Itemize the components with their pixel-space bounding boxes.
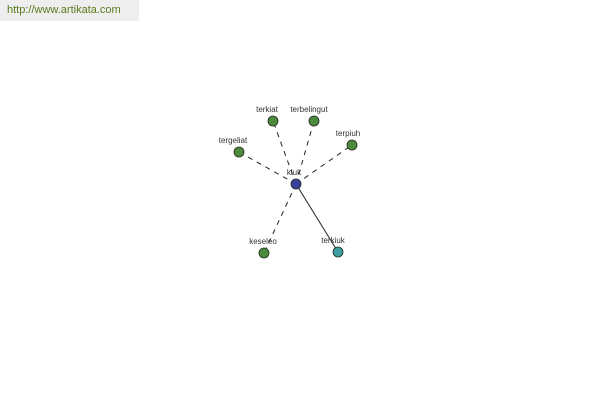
graph-edges [238,120,353,254]
watermark-url: http://www.artikata.com [0,0,139,21]
edge-terkiuk [295,183,339,253]
edge-terbelingut [295,120,315,185]
node-terbelingut[interactable] [308,115,320,127]
node-terpiuh[interactable] [346,139,358,151]
node-label-terbelingut: terbelingut [290,105,328,114]
node-center[interactable] [290,178,302,190]
node-label-center: kluk [287,168,302,177]
node-label-keseleo: keseleo [249,237,277,246]
graph-labels: terkiat terbelingut tergeliat terpiuh kesele… [219,105,360,246]
node-terkiat[interactable] [267,115,279,127]
edge-terpiuh [295,144,353,185]
node-label-tergeliat: tergeliat [219,136,248,145]
node-label-terkiat: terkiat [256,105,279,114]
graph-nodes [233,115,358,259]
node-keseleo[interactable] [258,247,270,259]
node-label-terpiuh: terpiuh [336,129,360,138]
edge-terkiat [272,120,297,185]
edge-tergeliat [238,151,297,185]
edge-keseleo [263,183,297,254]
node-tergeliat[interactable] [233,146,245,158]
node-label-terkiuk: terkiuk [321,236,346,245]
node-terkiuk[interactable] [332,246,344,258]
